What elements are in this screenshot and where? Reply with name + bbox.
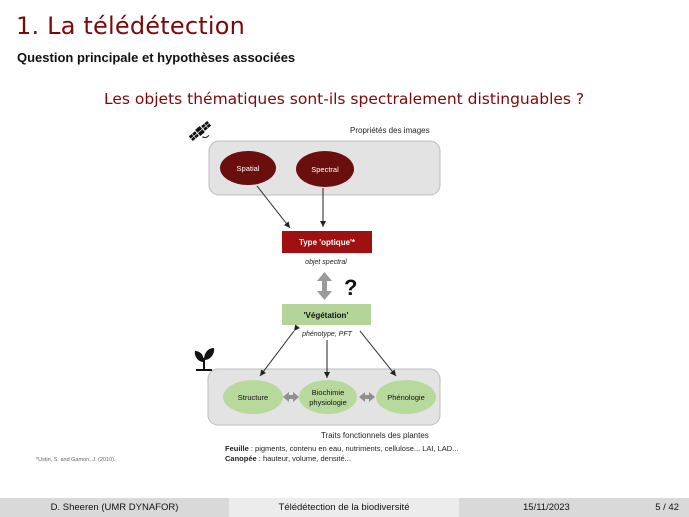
spatial-node xyxy=(220,151,276,185)
biochimie-node xyxy=(299,380,357,414)
spatial-to-type-arrow xyxy=(256,185,291,229)
footer-date: 15/11/2023 xyxy=(523,502,570,513)
satellite-icon xyxy=(188,120,212,142)
vegetation-label: 'Végétation' xyxy=(304,311,349,320)
slide-subtitle: Question principale et hypothèses associ… xyxy=(17,50,296,65)
canopee-label: Canopée xyxy=(225,454,257,463)
type-optique-label: Type 'optique'* xyxy=(299,238,356,247)
spatial-label: Spatial xyxy=(237,164,260,173)
footer-right: 15/11/2023 5 / 42 xyxy=(459,498,689,517)
plant-traits-label: Traits fonctionnels des plantes xyxy=(321,431,429,440)
phenotype-label: phénotype, PFT xyxy=(301,331,353,338)
feuille-text: : pigments, contenu en eau, nutriments, … xyxy=(248,444,459,453)
slide-title: 1. La télédétection xyxy=(16,12,245,40)
structure-label: Structure xyxy=(238,393,268,402)
main-question: Les objets thématiques sont-ils spectral… xyxy=(104,90,585,108)
phenologie-node xyxy=(376,380,436,414)
spectral-node xyxy=(296,151,354,187)
structure-biochimie-link xyxy=(283,392,299,402)
question-mark: ? xyxy=(344,275,357,300)
spectral-label: Spectral xyxy=(311,165,339,174)
plant-sprout-icon xyxy=(194,348,215,371)
vegetation-box xyxy=(282,304,371,325)
footnote: *Ustin, S. and Gamon, J. (2010). xyxy=(36,457,116,463)
phenologie-label: Phénologie xyxy=(387,393,425,402)
image-properties-label: Propriétés des images xyxy=(350,126,430,135)
footer-title: Télédétection de la biodiversité xyxy=(229,498,459,517)
biochimie-label-line2: physiologie xyxy=(309,398,347,407)
biochimie-label-line1: Biochimie xyxy=(312,388,345,397)
canopee-text: : hauteur, volume, densité... xyxy=(256,454,351,463)
feuille-label: Feuille xyxy=(225,444,249,453)
double-arrow-icon xyxy=(317,272,332,300)
structure-node xyxy=(223,380,283,414)
objet-spectral-label: objet spectral xyxy=(305,259,347,266)
footer-author: D. Sheeren (UMR DYNAFOR) xyxy=(0,498,229,517)
vegetation-to-structure-arrow xyxy=(259,324,301,377)
biochimie-phenologie-link xyxy=(359,392,375,402)
vegetation-to-phenologie-arrow xyxy=(359,330,397,377)
footer-page-number: 5 / 42 xyxy=(655,502,679,513)
type-optique-box xyxy=(282,231,372,253)
footer-bar: D. Sheeren (UMR DYNAFOR) Télédétection d… xyxy=(0,498,689,517)
traits-description: Feuille : pigments, contenu en eau, nutr… xyxy=(225,444,458,464)
